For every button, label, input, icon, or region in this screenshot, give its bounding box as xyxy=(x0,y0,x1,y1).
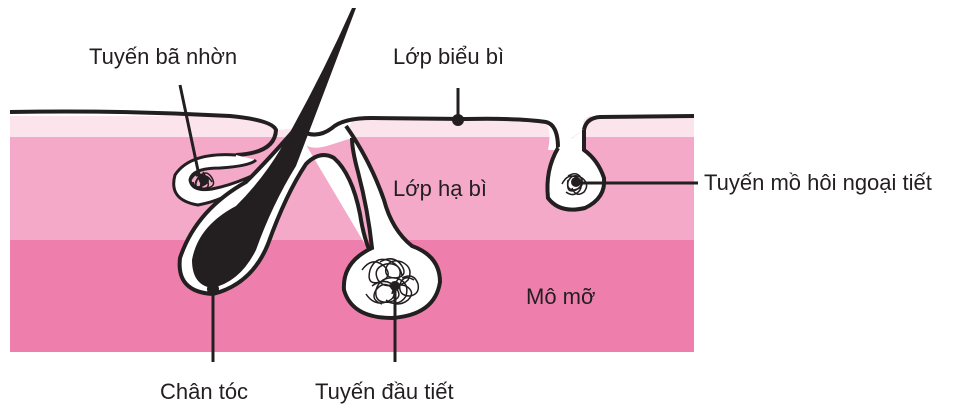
label-epidermis: Lớp biểu bì xyxy=(393,44,504,69)
label-sebaceous-gland: Tuyến bã nhờn xyxy=(89,44,237,69)
label-apocrine-gland: Tuyến đầu tiết xyxy=(315,379,454,404)
label-eccrine-gland: Tuyến mồ hôi ngoại tiết xyxy=(704,170,932,195)
hair-root-dot xyxy=(207,283,219,295)
label-hair-root: Chân tóc xyxy=(160,379,248,404)
label-fat-tissue: Mô mỡ xyxy=(526,284,595,309)
epidermis-dot xyxy=(452,114,464,126)
label-dermis: Lớp hạ bì xyxy=(393,176,487,201)
